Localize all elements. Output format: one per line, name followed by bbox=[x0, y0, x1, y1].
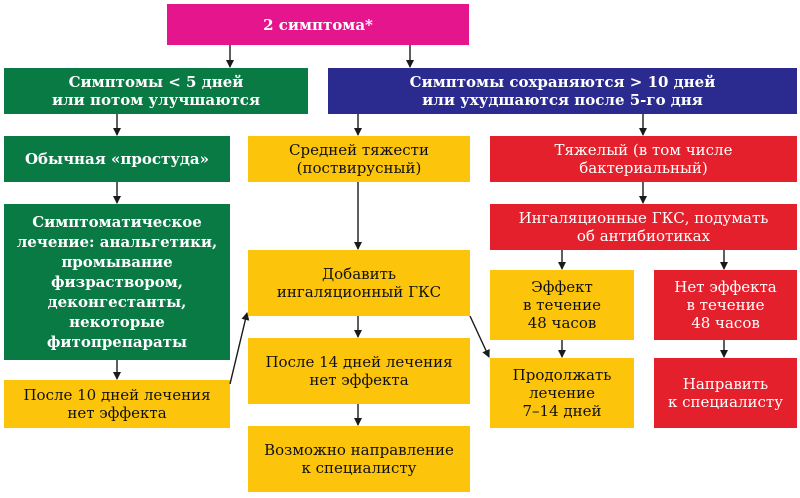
add-gcs-node: Добавить ингаляционный ГКС bbox=[248, 250, 470, 316]
arrow-after-10-to-add-gcs bbox=[229, 312, 250, 385]
after-10-days-node: После 10 дней лечения нет эффекта bbox=[4, 380, 230, 428]
symptomatic-treatment-node: Симптоматическое лечение: анальгетики, п… bbox=[4, 204, 230, 360]
possible-referral-node: Возможно направление к специалисту bbox=[248, 426, 470, 492]
inhaled-gcs-antibiotics-node: Ингаляционные ГКС, подумать об антибиоти… bbox=[490, 204, 797, 250]
no-effect-48h-node: Нет эффекта в течение 48 часов bbox=[654, 270, 797, 340]
refer-specialist-node: Направить к специалисту bbox=[654, 358, 797, 428]
severe-node: Тяжелый (в том числе бактериальный) bbox=[490, 136, 797, 182]
continue-treatment-node: Продолжать лечение 7–14 дней bbox=[490, 358, 634, 428]
start-node: 2 симптома* bbox=[167, 4, 469, 45]
common-cold-node: Обычная «простуда» bbox=[4, 136, 230, 182]
arrow-add-gcs-to-continue bbox=[469, 315, 490, 358]
after-14-days-node: После 14 дней лечения нет эффекта bbox=[248, 338, 470, 404]
effect-48h-node: Эффект в течение 48 часов bbox=[490, 270, 634, 340]
moderate-node: Средней тяжести (поствирусный) bbox=[248, 136, 470, 182]
long-symptoms-node: Симптомы сохраняются > 10 дней или ухудш… bbox=[328, 68, 797, 114]
short-symptoms-node: Симптомы < 5 дней или потом улучшаются bbox=[4, 68, 308, 114]
